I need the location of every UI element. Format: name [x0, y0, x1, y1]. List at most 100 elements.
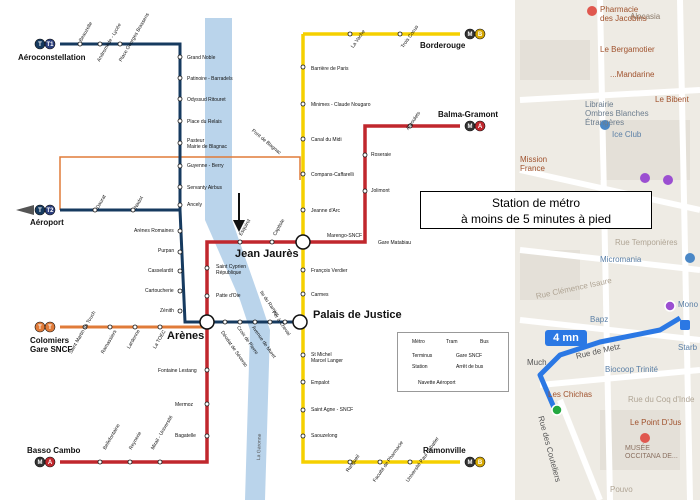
garonne-river [205, 18, 270, 500]
station-label: Minimes - Claude Nougaro [311, 102, 371, 108]
station-label: Purpan [158, 248, 175, 254]
hub-circle [199, 314, 215, 330]
basso-cambo-badge-text: M [38, 460, 43, 466]
station-label: Fontaine Lestang [158, 368, 197, 374]
terminus-basso-cambo: Basso Cambo [27, 446, 81, 455]
station-label: St Michel Marcel Langer [311, 352, 343, 364]
metro-a-line [60, 124, 460, 464]
station-dot [300, 352, 306, 358]
station-label: Roseraie [371, 152, 392, 158]
shop-icon [640, 173, 650, 183]
legend-terminus: Terminus [412, 353, 433, 359]
legend-station: Station [412, 364, 428, 370]
station-label: Marengo-SNCF [327, 233, 363, 239]
station-label: Ancely [187, 202, 203, 208]
map-label-librairie: Librairie Ombres Blanches Étrangères [585, 100, 649, 127]
station-dot [77, 41, 83, 47]
map-label-mandarine: ...Mandarine [610, 70, 655, 79]
map-label-monop: Mono [678, 300, 699, 309]
station-dot [204, 401, 210, 407]
station-label: Patte d'Oie [216, 293, 241, 299]
station-label: Guyenne - Berry [187, 163, 224, 169]
balma-badge-text: M [468, 124, 473, 130]
aeroport-t2-badge [44, 204, 56, 216]
legend-bus: Bus [480, 339, 489, 345]
terminus-ramonville: Ramonville [423, 446, 466, 455]
terminus-borderouge: Borderouge [420, 41, 466, 50]
station-dot [204, 433, 210, 439]
arrow-head [233, 220, 245, 232]
station-dot [132, 324, 138, 330]
station-dot [177, 184, 183, 190]
station-dot [177, 308, 183, 314]
aeroport-badge-text: T [38, 208, 42, 214]
station-dot [92, 207, 98, 213]
destination-marker [664, 300, 676, 312]
station-dot [157, 459, 163, 465]
station-label: Cartoucherie [145, 288, 174, 294]
station-dot [300, 407, 306, 413]
station-label: Bagatelle [175, 433, 196, 439]
station-dot [407, 459, 413, 465]
station-dot [107, 324, 113, 330]
station-dot [177, 202, 183, 208]
ramonville-badge-text: M [468, 460, 473, 466]
terminus-colomiers: Colomiers Gare SNCF [30, 336, 73, 354]
station-dot [177, 228, 183, 234]
station-dot [222, 319, 228, 325]
museum-icon [640, 433, 650, 443]
pharmacy-icon [587, 6, 597, 16]
station-dot [300, 379, 306, 385]
station-dot [362, 152, 368, 158]
station-label: Servanty Airbus [187, 185, 223, 191]
map-label-rue-temponieres: Rue Temponières [615, 238, 678, 247]
station-label: Gare Matabiau [378, 240, 412, 246]
station-label: Mermoz [175, 402, 194, 408]
station-label: Odyssud Ritouret [187, 97, 226, 103]
map-label-biocoop: Biocoop Trinité [605, 365, 658, 374]
station-dot [97, 41, 103, 47]
map-label-much: Much [527, 358, 547, 367]
map-label-bapz: Bapz [590, 315, 609, 324]
notice-line1: Station de métro [491, 196, 581, 210]
colomiers-badge-text: T [38, 325, 42, 331]
balma-a-badge [474, 120, 486, 132]
station-dot [177, 75, 183, 81]
hub-circle [292, 314, 308, 330]
terminus-balma: Balma-Gramont [438, 110, 499, 119]
station-dot [362, 188, 368, 194]
basso-cambo-a-badge-text: A [48, 460, 53, 466]
terminus-aeroport: Aéroport [30, 218, 64, 227]
station-dot [300, 64, 306, 70]
hub-jean-jaures: Jean Jaurès [235, 248, 299, 260]
station-dot [177, 288, 183, 294]
station-dot [177, 54, 183, 60]
legend-arret-bus: Arrêt de bus [456, 364, 484, 370]
map-label-alocasia: Alocasia [630, 12, 661, 21]
map-label-bergamotier: Le Bergamotier [600, 45, 655, 54]
station-dot [97, 459, 103, 465]
map-label-point-j: Le Point D'Jus [630, 418, 682, 427]
station-dot [347, 459, 353, 465]
tram-t1-line [60, 42, 207, 324]
station-label: Empalot [311, 380, 330, 386]
station-dot [252, 319, 258, 325]
map-label-ice-club: Ice Club [612, 130, 642, 139]
station-dot [300, 267, 306, 273]
ramonville-b-badge [474, 456, 486, 468]
station-label: François Verdier [311, 268, 348, 274]
station-dot [157, 324, 163, 330]
station-label: Jolimont [371, 188, 390, 194]
station-label: Casselardit [148, 268, 174, 274]
aeroport-t2-badge-text: T2 [46, 208, 54, 214]
shop-icon [685, 253, 695, 263]
notice-box: Station de métro à moins de 5 minutes à … [420, 191, 652, 229]
station-dot [127, 459, 133, 465]
station-label: Compans-Caffarelli [311, 172, 354, 178]
station-dot [204, 293, 210, 299]
station-dot [130, 207, 136, 213]
notice-line2: à moins de 5 minutes à pied [460, 212, 612, 226]
station-dot [300, 101, 306, 107]
